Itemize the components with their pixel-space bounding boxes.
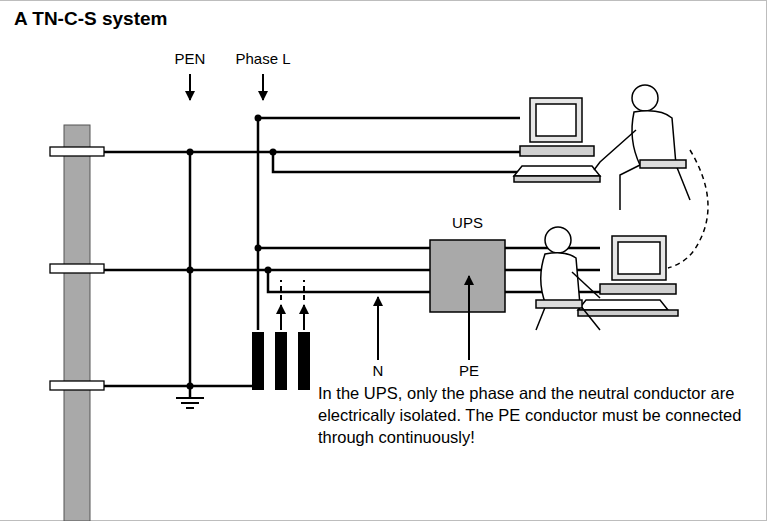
conductor-label: Phase L [235,50,290,67]
node-text: UPS [428,214,507,231]
conductor-label: PE [459,362,479,379]
ups-box-label: UPS [428,214,507,238]
diagram-title: A TN-C-S system [14,8,167,30]
note-text: In the UPS, only the phase and the neutr… [318,382,763,448]
conductor-label: N [373,362,384,379]
conductor-label: PEN [175,50,206,67]
